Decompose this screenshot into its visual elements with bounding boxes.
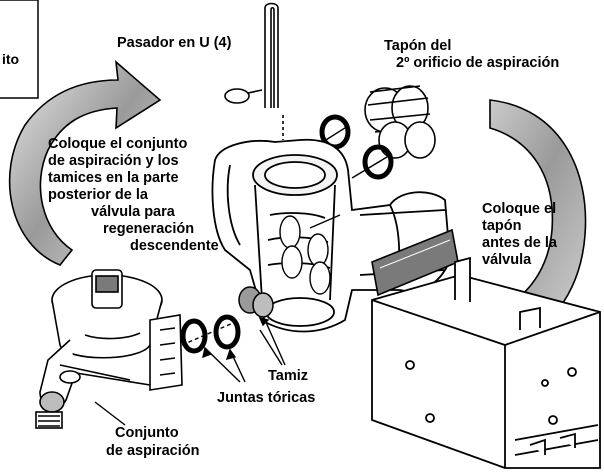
u-pin [224, 2, 284, 140]
suction-assembly [35, 269, 183, 429]
left-note-line5: válvula para [91, 204, 176, 220]
screen-label: Tamiz [268, 368, 308, 384]
plug-label-line2: 2º orificio de aspiración [396, 55, 559, 71]
screen-tamiz [238, 286, 274, 318]
left-note-line7: descendente [130, 238, 219, 254]
assembly-leader-line [94, 401, 126, 426]
screens [279, 214, 341, 295]
right-note-line1: Coloque el [482, 201, 556, 217]
screen-leader-lines [258, 316, 286, 366]
assembly-label-line2: de aspiración [106, 443, 199, 459]
second-suction-port-plug [364, 85, 436, 159]
cropped-label-box: ito [0, 0, 39, 99]
left-note-line2: de aspiración y los [48, 153, 179, 169]
o-ring-leader-lines [181, 319, 246, 383]
right-note-line4: válvula [482, 252, 532, 268]
right-note-line2: tapón [482, 218, 521, 234]
assembly-label-line1: Conjunto [115, 425, 179, 441]
plug-label-line1: Tapón del [384, 38, 451, 54]
o-rings-label: Juntas tóricas [217, 390, 315, 406]
left-note-line6: regeneración [103, 221, 194, 237]
left-note-line1: Coloque el conjunto [48, 136, 187, 152]
box-fragment-text: ito [2, 51, 19, 67]
left-curved-arrow [8, 60, 162, 266]
left-note-line4: posterior de la [48, 187, 149, 203]
labels: Pasador en U (4) Tapón del 2º orificio d… [48, 35, 559, 459]
assembly-o-rings [180, 314, 241, 354]
right-note-line3: antes de la [482, 235, 558, 251]
u-pin-label: Pasador en U (4) [117, 35, 232, 51]
controller-box [371, 256, 601, 469]
left-note-line3: tamices en la parte [48, 170, 179, 186]
